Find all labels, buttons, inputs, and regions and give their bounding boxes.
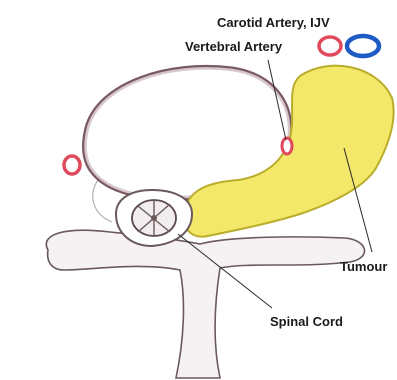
- label-tumour: Tumour: [340, 259, 387, 274]
- vertebral-artery-right: [282, 138, 292, 154]
- spinal-canal: [116, 190, 192, 246]
- label-vertebral-artery: Vertebral Artery: [185, 39, 283, 54]
- carotid-artery: [319, 37, 341, 55]
- label-spinal-cord: Spinal Cord: [270, 314, 343, 329]
- posterior-arch: [46, 230, 364, 378]
- internal-jugular-vein: [347, 36, 379, 56]
- vertebral-artery-left: [64, 156, 80, 174]
- label-carotid-ijv: Carotid Artery, IJV: [217, 15, 330, 30]
